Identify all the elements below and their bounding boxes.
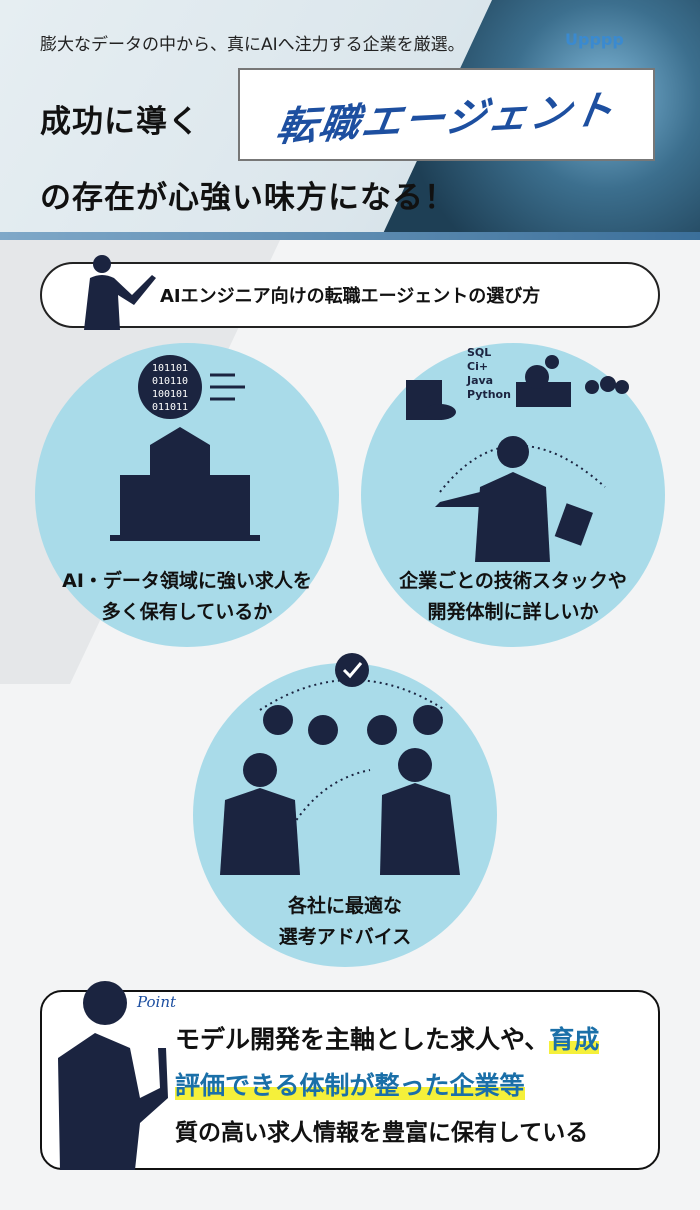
point-text: モデル開発を主軸とした求人や、 [175, 1025, 550, 1054]
svg-text:101101: 101101 [152, 363, 188, 374]
svg-text:100101: 100101 [152, 389, 188, 400]
point-line2: 評価できる体制が整った企業等 [175, 1066, 525, 1102]
advisors-icon [220, 653, 460, 875]
card-selection-advice-text: 各社に最適な 選考アドバイス [193, 891, 497, 953]
card-line: 選考アドバイス [278, 926, 412, 948]
card-line: 企業ごとの技術スタックや [399, 570, 627, 592]
card-ai-data-jobs-text: AI・データ領域に強い求人を 多く保有しているか [35, 566, 339, 628]
card-line: AI・データ領域に強い求人を [62, 570, 312, 592]
businesswoman-pointing-icon [84, 255, 156, 330]
agent-highlight-text: 転職エージェント [272, 86, 619, 151]
hero-stripe [0, 232, 700, 240]
point-line1: モデル開発を主軸とした求人や、育成 [175, 1020, 600, 1056]
building-data-icon: 101101 010110 100101 011011 [110, 355, 260, 541]
consultant-tech-stack-icon: SQL Ci+ Java Python [406, 346, 629, 562]
businessman-point-icon [58, 981, 168, 1170]
hero-line2: の存在が心強い味方になる！ [40, 180, 456, 216]
svg-text:Java: Java [466, 374, 493, 387]
card-tech-stack-text: 企業ごとの技術スタックや 開発体制に詳しいか [361, 566, 665, 628]
point-label: Point [137, 993, 177, 1011]
point-highlight: 育成 [549, 1025, 600, 1054]
hero-subtitle: 膨大なデータの中から、真にAIへ注力する企業を厳選。 [40, 35, 465, 55]
hero-line1: 成功に導く [40, 104, 200, 140]
card-line: 多く保有しているか [101, 601, 273, 623]
svg-text:SQL: SQL [467, 346, 491, 359]
card-line: 開発体制に詳しいか [427, 601, 599, 623]
svg-text:011011: 011011 [152, 402, 188, 413]
point-line3: 質の高い求人情報を豊富に保有している [175, 1120, 589, 1146]
brand-logo: Upppp [565, 30, 624, 49]
svg-text:010110: 010110 [152, 376, 188, 387]
point-highlight: 評価できる体制が整った企業等 [175, 1071, 525, 1100]
section-title-pill: AIエンジニア向けの転職エージェントの選び方 [40, 262, 660, 328]
agent-highlight-box: 転職エージェント [238, 68, 655, 161]
card-line: 各社に最適な [287, 895, 402, 917]
section-title: AIエンジニア向けの転職エージェントの選び方 [160, 286, 541, 307]
svg-text:Ci+: Ci+ [467, 360, 488, 373]
svg-text:Python: Python [467, 388, 511, 401]
